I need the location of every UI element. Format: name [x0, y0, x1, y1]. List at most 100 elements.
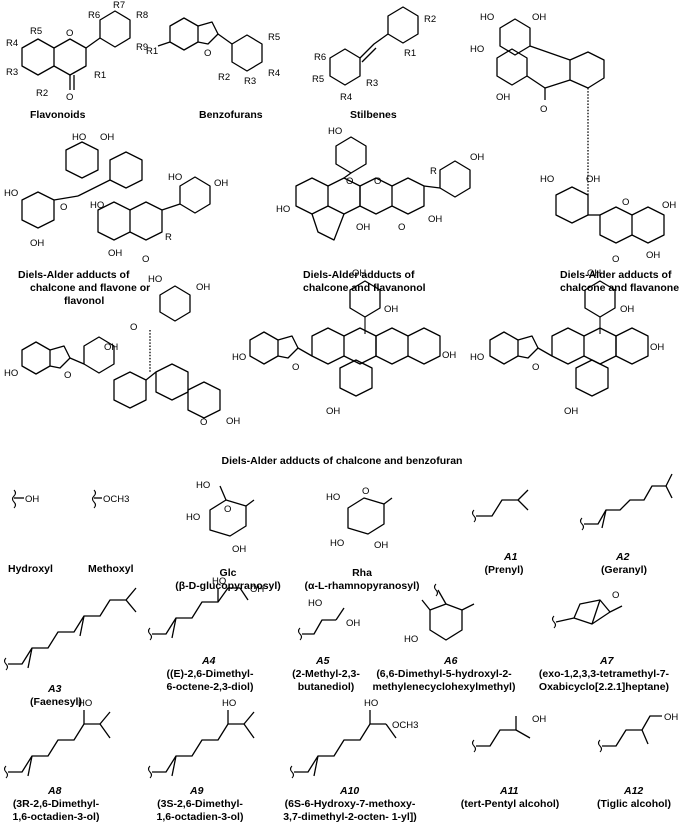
adduct-flavanonol-caption-line2: chalcone and flavanonol: [303, 282, 426, 294]
stilbene-skeleton: R6 R5 R4 R3 R1 R2 Stilbenes: [312, 6, 436, 121]
adduct-flavanone: HO OH O OH OH O Diels-Alder adducts of c…: [540, 174, 679, 294]
hydroxy-label: HO: [308, 598, 322, 609]
hydroxy-label: HO: [540, 174, 554, 185]
hydroxy-label: HO: [276, 204, 290, 215]
hydroxy-label: HO: [404, 634, 418, 645]
r2-label: R2: [36, 88, 48, 99]
hydroxy-label: HO: [222, 698, 236, 709]
hydroxy-label: OH: [108, 248, 122, 259]
stilbenes-caption: Stilbenes: [350, 109, 397, 121]
hydroxy-label: HO: [330, 538, 344, 549]
side-chain-a5: HO OH A5 (2-Methyl-2,3- butanediol): [292, 598, 360, 693]
hydroxy-label: HO: [196, 480, 210, 491]
hydroxy-label: OH: [587, 268, 601, 279]
benzofuran-oxygen-label: O: [204, 48, 211, 59]
r3-label: R3: [6, 67, 18, 78]
hydroxy-label: HO: [186, 512, 200, 523]
hydroxy-label: OH: [214, 178, 228, 189]
stilbene-r6-label: R6: [314, 52, 326, 63]
side-chain-code: A7: [599, 655, 615, 667]
hydroxy-label: OH: [428, 214, 442, 225]
side-chain-code: A12: [623, 785, 643, 797]
hydroxy-label: OH: [496, 92, 510, 103]
ring-oxygen-label: O: [362, 486, 369, 497]
benzofurans-caption: Benzofurans: [199, 109, 263, 121]
side-chain-name-line2: 6-octene-2,3-diol): [167, 681, 254, 693]
benzofuran-r5-label: R5: [268, 32, 280, 43]
side-chain-name: (Geranyl): [601, 564, 647, 576]
side-chain-code: A5: [315, 655, 330, 667]
side-chain-name-line1: (2-Methyl-2,3-: [292, 668, 360, 680]
hydroxy-label: HO: [4, 188, 18, 199]
side-chain-a12: OH A12 (Tiglic alcohol): [597, 712, 678, 810]
side-chain-name: (Faenesyl): [30, 696, 82, 708]
r7-label: R7: [113, 0, 125, 11]
ring-oxygen-label: O: [292, 362, 299, 373]
benzofuran-r2-label: R2: [218, 72, 230, 83]
hydroxy-label: OH: [232, 544, 246, 555]
hydroxy-label: HO: [328, 126, 342, 137]
methoxy-label: OCH3: [392, 720, 418, 731]
side-chain-a9: HO A9 (3S-2,6-Dimethyl- 1,6-octadien-3-o…: [147, 698, 255, 823]
hydroxy-label: OH: [326, 406, 340, 417]
benzofuran-r4-label: R4: [268, 68, 280, 79]
chalcone-unit-top-right: HO OH HO OH O: [470, 12, 605, 195]
hydroxy-label: OH: [646, 250, 660, 261]
glc-caption: Glc: [220, 567, 237, 579]
hydroxy-label: OH: [470, 152, 484, 163]
side-chain-name: (Tiglic alcohol): [597, 798, 671, 810]
substituent-hydroxyl: OH Hydroxyl: [8, 489, 53, 575]
adduct-flavanonol-caption-line1: Diels-Alder adducts of: [303, 269, 415, 281]
hydroxy-label: OH: [374, 540, 388, 551]
hydroxy-label: HO: [90, 200, 104, 211]
hydroxy-label: HO: [168, 172, 182, 183]
carbonyl-oxygen-label: O: [60, 202, 67, 213]
flavonoids-caption: Flavonoids: [30, 109, 86, 121]
side-chain-name-line2: 1,6-octadien-3-ol): [13, 811, 100, 823]
side-chain-a11: OH A11 (tert-Pentyl alcohol): [461, 714, 560, 810]
r4-label: R4: [6, 38, 18, 49]
ring-oxygen-label: O: [200, 417, 207, 428]
side-chain-a3: A3 (Faenesyl): [3, 587, 137, 708]
hydroxy-label: OH: [532, 12, 546, 23]
stilbene-r2-label: R2: [424, 14, 436, 25]
adduct-benzofuran-3: HO O OH OH OH OH: [470, 268, 664, 417]
substituent-rha: O HO HO OH Rha (α-L-rhamnopyranosyl): [305, 486, 420, 592]
adduct-flavone: HO OH HO OH O HO OH O R HO OH Diels-Alde…: [4, 132, 228, 307]
stilbene-r5-label: R5: [312, 74, 324, 85]
side-chain-name-line2: methylenecyclohexylmethyl): [373, 681, 516, 693]
benzofuran-r3-label: R3: [244, 76, 256, 87]
hydroxy-label: HO: [470, 44, 484, 55]
side-chain-name-line2: Oxabicyclo[2.2.1]heptane): [539, 681, 669, 693]
side-chain-name-line2: 1,6-octadien-3-ol): [157, 811, 244, 823]
r1-label: R1: [94, 70, 106, 81]
hydroxy-label: HO: [232, 352, 246, 363]
side-chain-name-line1: (6,6-Dimethyl-5-hydroxyl-2-: [376, 668, 512, 680]
hydroxy-label: OH: [620, 304, 634, 315]
stilbene-r3-label: R3: [366, 78, 378, 89]
ring-oxygen-label: O: [66, 28, 73, 39]
hydroxy-label: HO: [480, 12, 494, 23]
hydroxy-label: OH: [356, 222, 370, 233]
hydroxy-label: OH: [564, 406, 578, 417]
hydroxyl-group-label: OH: [25, 494, 39, 505]
stilbene-r1-label: R1: [404, 48, 416, 59]
side-chain-a4: HO OH A4 ((E)-2,6-Dimethyl- 6-octene-2,3…: [147, 576, 264, 693]
benzofuran-r1-label: R1: [146, 46, 158, 57]
adduct-flavone-caption-line1: Diels-Alder adducts of: [18, 269, 130, 281]
carbonyl-oxygen-label: O: [66, 92, 73, 103]
hydroxy-label: OH: [250, 584, 264, 595]
side-chain-name-line2: 3,7-dimethyl-2-octen- 1-yl]): [283, 811, 417, 823]
side-chain-code: A11: [499, 785, 519, 797]
side-chain-code: A9: [189, 785, 204, 797]
rha-caption: Rha: [352, 567, 372, 579]
side-chain-name-line1: (3R-2,6-Dimethyl-: [13, 798, 100, 810]
hydroxy-label: OH: [346, 618, 360, 629]
hydroxy-label: OH: [384, 304, 398, 315]
flavonoid-skeleton: O O R4 R3 R2 R5 R1 R6 R7 R8 R9 Flavonoid…: [6, 0, 148, 121]
hydroxy-label: OH: [662, 200, 676, 211]
side-chain-code: A8: [47, 785, 62, 797]
substituent-glc: HO O HO OH Glc (β-D-glucopyranosyl): [175, 480, 281, 592]
hydroxy-label: HO: [78, 698, 92, 709]
